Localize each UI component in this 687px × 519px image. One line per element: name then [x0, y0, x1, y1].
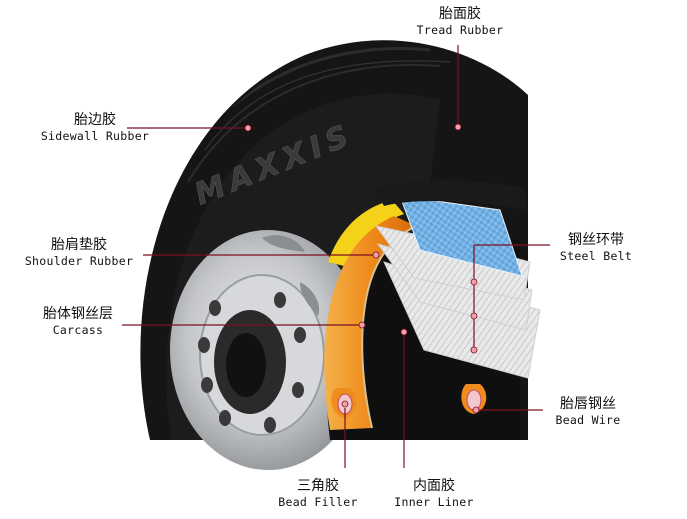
steel-belt-layer	[399, 195, 523, 277]
label-sidewall-rubber: 胎边胶 Sidewall Rubber	[36, 112, 154, 143]
label-bead-wire-en: Bead Wire	[555, 413, 621, 428]
label-bead-filler-zh: 三角胶	[297, 478, 339, 494]
label-tread-rubber: 胎面胶 Tread Rubber	[405, 6, 515, 37]
label-shoulder-en: Shoulder Rubber	[24, 254, 134, 269]
label-tread-en: Tread Rubber	[416, 23, 504, 38]
tread-block	[375, 180, 528, 210]
label-steel-belt-zh: 钢丝环带	[568, 232, 624, 248]
label-steel-belt-en: Steel Belt	[559, 249, 633, 264]
wheel-rim	[170, 230, 366, 470]
label-carcass-zh: 胎体钢丝层	[43, 306, 113, 322]
label-inner-liner-en: Inner Liner	[394, 495, 474, 510]
label-sidewall-en: Sidewall Rubber	[40, 129, 150, 144]
label-tread-zh: 胎面胶	[439, 6, 481, 22]
right-bead	[461, 384, 487, 414]
label-inner-liner: 内面胶 Inner Liner	[384, 478, 484, 509]
label-shoulder-zh: 胎肩垫胶	[51, 237, 107, 253]
label-shoulder-rubber: 胎肩垫胶 Shoulder Rubber	[18, 237, 140, 268]
label-inner-liner-zh: 内面胶	[413, 478, 455, 494]
leader-lines	[122, 45, 550, 468]
label-bead-filler: 三角胶 Bead Filler	[268, 478, 368, 509]
leader-markers	[244, 123, 480, 414]
label-sidewall-zh: 胎边胶	[74, 112, 116, 128]
label-bead-filler-en: Bead Filler	[278, 495, 358, 510]
label-carcass-en: Carcass	[52, 323, 104, 338]
carcass-layer	[324, 216, 416, 430]
lug-holes	[198, 292, 306, 433]
shoulder-rubber-layer	[328, 200, 404, 268]
label-steel-belt: 钢丝环带 Steel Belt	[548, 232, 644, 263]
label-bead-wire-zh: 胎唇钢丝	[560, 396, 616, 412]
label-carcass: 胎体钢丝层 Carcass	[28, 306, 128, 337]
label-bead-wire: 胎唇钢丝 Bead Wire	[540, 396, 636, 427]
